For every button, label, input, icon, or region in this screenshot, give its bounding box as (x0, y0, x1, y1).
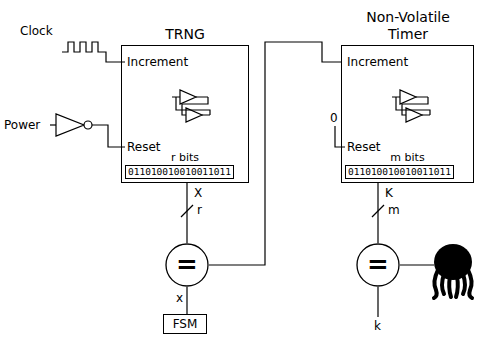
port-label: Reset (127, 140, 161, 154)
bus-name: K (385, 186, 393, 200)
fsm-box: FSM (163, 314, 207, 334)
bus-width: r (197, 203, 202, 217)
signal-label: Clock (20, 24, 53, 38)
port-label: Reset (347, 140, 381, 154)
port-label: Increment (347, 55, 408, 69)
signal-label: Power (4, 118, 40, 132)
signal-wire (209, 42, 341, 265)
signal-wire (186, 287, 187, 314)
equals-sign: = (165, 243, 209, 287)
register-box: Non-Volatile TimerIncrementResetm bits01… (341, 45, 474, 183)
equals-sign: = (356, 243, 400, 287)
bit-register: 011010010010011011 (345, 165, 454, 179)
signal-label: k (374, 319, 381, 333)
register-box: TRNGIncrementResetr bits0110100100100110… (121, 45, 249, 183)
reset-wire (335, 126, 345, 147)
comparator-circle: = (165, 243, 209, 287)
width-label: r bits (122, 151, 248, 165)
flipflop-icon (392, 90, 430, 122)
inverter-bubble (84, 121, 92, 129)
inverter-symbol (56, 114, 84, 136)
bus-name: X (194, 186, 202, 200)
power-wire (50, 124, 56, 125)
wire (377, 287, 378, 317)
port-label: FSM (164, 317, 206, 331)
flipflop-icon (172, 90, 210, 122)
constant-label: 0 (330, 111, 338, 125)
width-label: m bits (342, 151, 473, 165)
monster-silhouette (434, 244, 472, 298)
port-label: Increment (127, 55, 188, 69)
signal-label: x (176, 291, 183, 305)
block-title: TRNG (122, 26, 248, 43)
signal-wire (186, 183, 187, 243)
comparator-circle: = (356, 243, 400, 287)
wire (400, 264, 434, 265)
bit-register: 011010010010011011 (125, 165, 234, 179)
bus-width: m (388, 203, 400, 217)
clock-waveform (62, 42, 125, 62)
signal-wire (377, 183, 378, 243)
block-title: Non-Volatile Timer (361, 9, 456, 43)
